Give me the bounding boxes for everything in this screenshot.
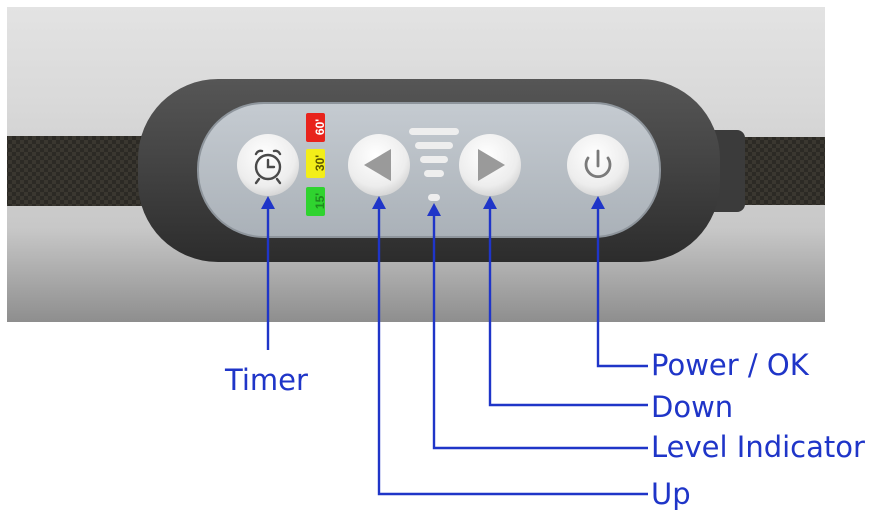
level-bar-3	[420, 156, 448, 163]
up-leader	[377, 205, 648, 496]
timer-button[interactable]	[237, 134, 299, 196]
level-bar-1	[428, 194, 440, 201]
timer-label: Timer	[225, 363, 308, 397]
triangle-left-icon	[364, 149, 391, 181]
timer-indicator-60: 60'	[306, 113, 327, 142]
power-leader	[596, 205, 648, 368]
timer-indicator-60-label: 60'	[313, 119, 327, 135]
up-arrowhead	[372, 196, 386, 209]
timer-indicator-30-label: 30'	[313, 155, 327, 171]
down-leader	[488, 205, 648, 407]
power-ok-label: Power / OK	[651, 348, 809, 382]
timer-indicator-15-label: 15'	[313, 193, 327, 209]
up-button[interactable]	[348, 134, 410, 196]
callout-arrowheads	[261, 196, 605, 216]
down-label: Down	[651, 390, 734, 424]
down-button[interactable]	[459, 134, 521, 196]
power-arrowhead	[591, 196, 605, 209]
triangle-right-icon	[478, 149, 505, 181]
left-strap	[7, 136, 147, 206]
callout-lines	[266, 205, 648, 496]
level-arrowhead	[427, 203, 441, 216]
level-indicator-label: Level Indicator	[651, 430, 865, 464]
level-bar-4	[415, 142, 453, 149]
timer-indicator-15: 15'	[306, 187, 327, 216]
level-indicator	[409, 128, 459, 201]
timer-indicator-30: 30'	[306, 149, 327, 178]
down-arrowhead	[483, 196, 497, 209]
level-leader	[432, 211, 648, 450]
up-label: Up	[651, 477, 691, 511]
power-button[interactable]	[567, 134, 629, 196]
alarm-clock-icon	[254, 149, 282, 185]
timer-arrowhead	[261, 196, 275, 209]
level-bar-5	[409, 128, 459, 135]
level-bar-2	[424, 170, 444, 177]
power-icon	[584, 149, 612, 179]
